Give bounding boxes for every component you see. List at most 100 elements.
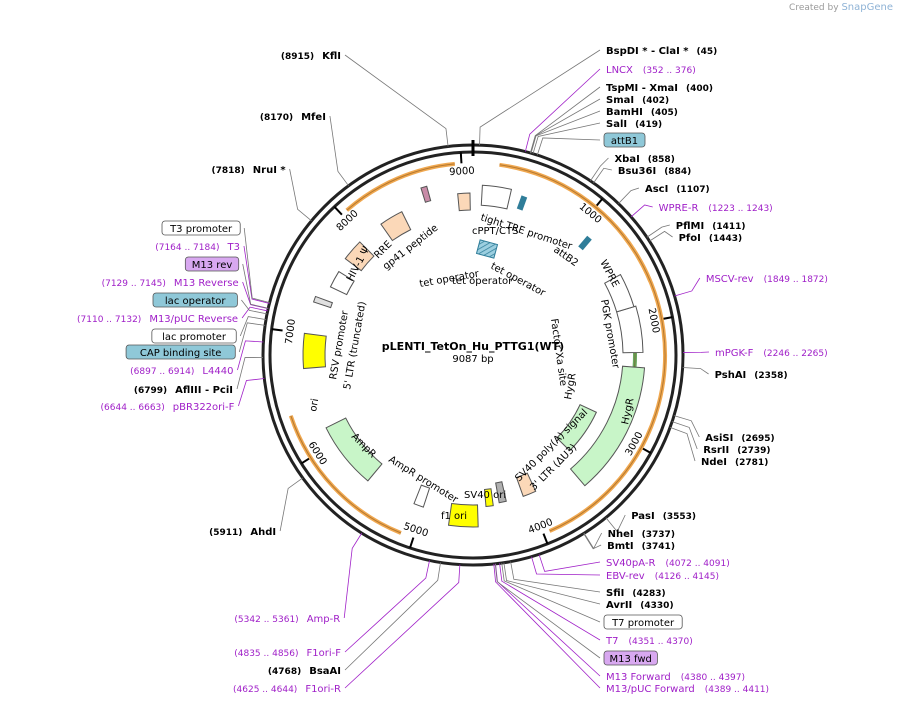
- site-name: SalI: [606, 119, 627, 130]
- primer-position: (4835 .. 4856): [234, 649, 298, 659]
- leader-line: [344, 560, 430, 653]
- primer-label: M13 Forward(4380 .. 4397): [606, 672, 745, 683]
- attb2-marker: [578, 235, 592, 251]
- feature-label-tet-op-3: tet operator: [452, 276, 513, 287]
- tick-label: 5000: [402, 521, 430, 539]
- site-position: (2358): [754, 371, 787, 381]
- primer-label: SV40pA-R(4072 .. 4091): [606, 558, 730, 569]
- ampr-feature: [325, 417, 383, 482]
- primer-label: (7164 .. 7184)T3: [155, 242, 240, 253]
- sv40-ori-feature: [495, 481, 507, 504]
- orf-arc-outline: [549, 257, 666, 532]
- primer-label: M13/pUC Forward(4389 .. 4411): [606, 684, 769, 695]
- site-position: (3737): [642, 530, 675, 540]
- tick-mark: [542, 533, 549, 545]
- leader-line: [279, 477, 303, 532]
- leader-line: [494, 563, 601, 659]
- leader-line: [344, 562, 441, 671]
- site-position: (45): [697, 47, 718, 57]
- restriction-site-label: Bsu36I (884): [618, 166, 691, 177]
- snapgene-credit: Created by SnapGene: [789, 2, 893, 13]
- pgk-promoter-feature: [616, 305, 644, 354]
- sv40-ori-yellow-feature: [483, 488, 494, 507]
- restriction-site-label: (6799)AflIII - PciI: [134, 385, 233, 396]
- site-position: (884): [664, 167, 691, 177]
- primer-label: (5342 .. 5361)Amp-R: [234, 614, 340, 625]
- site-name: PfoI: [679, 233, 701, 244]
- site-name: NdeI: [701, 457, 727, 468]
- site-position: (3741): [642, 542, 675, 552]
- restriction-site-label: PasI (3553): [631, 511, 696, 522]
- feature-label-ori: ori: [308, 398, 321, 413]
- site-position: (8915): [281, 52, 314, 62]
- site-position: (1443): [709, 234, 742, 244]
- hygr-inner-feature: [556, 403, 598, 452]
- site-name: KflI: [322, 51, 341, 62]
- site-name: PshAI: [715, 370, 747, 381]
- primer-name: M13/pUC Reverse: [149, 314, 238, 325]
- primer-name: M13 Reverse: [174, 278, 239, 289]
- orf-arc: [345, 161, 455, 212]
- restriction-site-label: SmaI(402): [606, 95, 669, 106]
- site-position: (7818): [212, 166, 245, 176]
- ltr-5-feature: [312, 295, 334, 309]
- site-position: (5911): [209, 528, 242, 538]
- site-position: (3553): [663, 512, 696, 522]
- leader-line: [583, 533, 602, 550]
- primer-position: (7164 .. 7184): [155, 243, 219, 253]
- hiv-psi-feature: [344, 241, 375, 272]
- primer-position: (4625 .. 4644): [233, 685, 297, 695]
- site-name: NheI: [608, 529, 634, 540]
- leader-line: [238, 378, 265, 407]
- feature-box-label: lac operator: [165, 296, 226, 307]
- restriction-site-label: TspMI - XmaI(400): [606, 83, 713, 94]
- leader-line: [669, 427, 696, 462]
- leader-line: [536, 137, 601, 156]
- attb1-marker: [516, 195, 528, 211]
- site-name: AhdI: [250, 527, 276, 538]
- feature-box: [603, 132, 646, 148]
- leader-line: [236, 356, 264, 390]
- leader-line: [673, 415, 700, 438]
- restriction-site-label: AvrII(4330): [606, 600, 674, 611]
- site-name: PasI: [631, 511, 654, 522]
- primer-label: (7110 .. 7132)M13/pUC Reverse: [77, 314, 238, 325]
- leader-line: [239, 316, 267, 337]
- orf-arc-outline: [622, 235, 651, 282]
- site-name: BmtI: [607, 541, 634, 552]
- leader-line: [674, 277, 701, 297]
- site-position: (4283): [632, 589, 665, 599]
- tick-label: 9000: [449, 166, 475, 179]
- site-position: (2695): [741, 434, 774, 444]
- leader-line: [590, 157, 609, 182]
- restriction-site-label: (8170)MfeI: [260, 112, 326, 123]
- feature-box: [603, 614, 683, 630]
- primer-position: (4389 .. 4411): [705, 685, 769, 695]
- site-position: (419): [635, 120, 662, 130]
- rre-feature: [380, 211, 412, 242]
- site-name: SfiI: [606, 588, 624, 599]
- leader-line: [289, 168, 312, 222]
- feature-label-hiv-psi: HIV-1 Ψ: [345, 245, 372, 284]
- leader-line: [538, 554, 601, 572]
- site-position: (4330): [640, 601, 673, 611]
- restriction-site-label: (5911) AhdI: [209, 527, 276, 538]
- site-name: Bsu36I: [618, 166, 656, 177]
- site-position: (400): [686, 84, 713, 94]
- leader-line: [510, 561, 601, 593]
- leader-line: [493, 563, 601, 689]
- site-name: PflMI: [676, 221, 704, 232]
- primer-name: MSCV-rev: [706, 274, 754, 285]
- ltr-3-feature: [515, 472, 537, 497]
- site-position: (8170): [260, 113, 293, 123]
- leader-line: [243, 245, 270, 304]
- leader-line: [241, 299, 268, 315]
- cppt-feature: [457, 192, 471, 212]
- primer-label: EBV-rev(4126 .. 4145): [606, 571, 719, 582]
- leader-line: [530, 110, 601, 154]
- primer-name: L4440: [202, 366, 233, 377]
- leader-line: [618, 187, 640, 204]
- restriction-site-label: PfoI (1443): [679, 233, 743, 244]
- site-position: (2739): [737, 446, 770, 456]
